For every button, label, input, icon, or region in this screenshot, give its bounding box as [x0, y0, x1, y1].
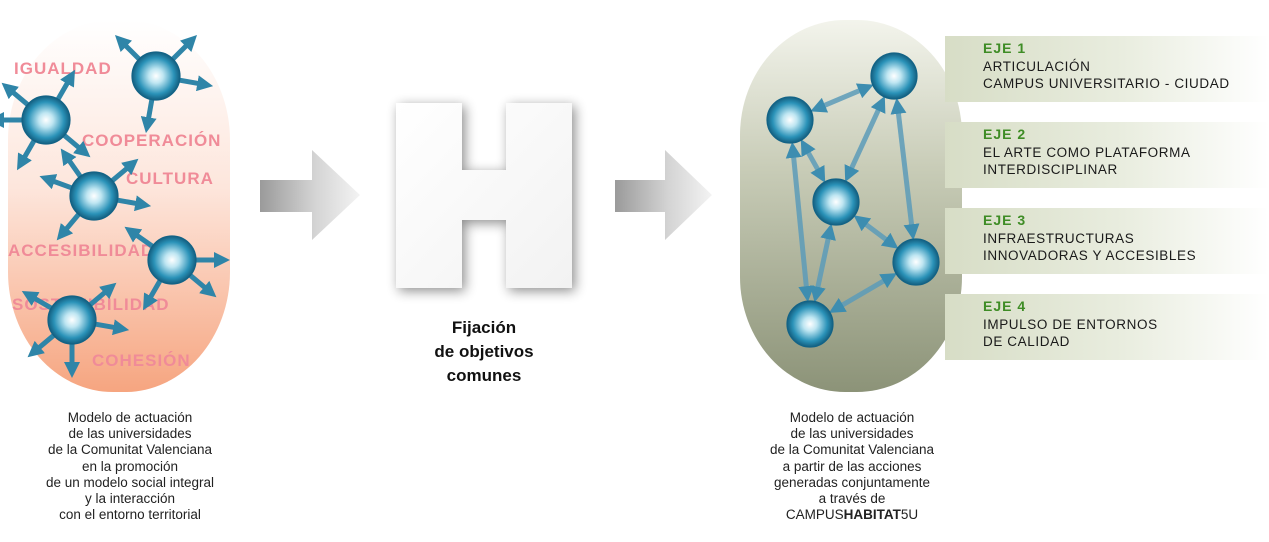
axis-label: EJE 2	[983, 126, 1027, 142]
network-link	[890, 97, 920, 241]
radiating-arrow	[179, 75, 214, 92]
axis-description-line: ARTICULACIÓN	[983, 59, 1091, 74]
h-symbol	[396, 103, 572, 288]
left-caption-line: Modelo de actuación	[67, 410, 193, 425]
left-node-1	[114, 34, 214, 134]
radiating-arrow	[117, 195, 152, 212]
network-link	[853, 215, 899, 249]
radiating-arrow	[39, 174, 73, 191]
radiating-arrow	[95, 319, 130, 336]
value-word-6: COHESIÓN	[92, 351, 191, 370]
network-link	[810, 223, 836, 303]
network-link	[828, 273, 898, 313]
axis-panel-2	[945, 122, 1269, 188]
network-node-2	[766, 96, 814, 144]
center-caption: Fijación de objetivos comunes	[384, 316, 584, 388]
network-link	[810, 83, 874, 113]
value-word-2: COOPERACIÓN	[82, 131, 221, 150]
radiating-arrow	[62, 133, 91, 158]
brand-suffix: 5U	[900, 507, 919, 523]
right-caption-line: a partir de las acciones	[782, 458, 922, 474]
axis-description-line: INTERDISCIPLINAR	[983, 162, 1118, 177]
axis-description-line: INNOVADORAS Y ACCESIBLES	[983, 248, 1197, 263]
radiating-arrow	[21, 290, 53, 311]
value-word-4: ACCESIBILIDAD	[8, 241, 154, 260]
radiating-arrow	[60, 148, 83, 178]
value-word-3: CULTURA	[126, 169, 214, 188]
brand-bold: HABITAT	[843, 507, 901, 523]
axis-panel-3	[945, 208, 1269, 274]
node-sphere	[47, 295, 97, 345]
axis-description-line: IMPULSO DE ENTORNOS	[983, 317, 1158, 332]
right-network-nodes	[766, 52, 940, 348]
network-node-1	[870, 52, 918, 100]
flow-arrow-left	[260, 150, 360, 240]
left-node-4	[124, 226, 231, 311]
left-node-2	[0, 69, 91, 171]
axis-label: EJE 3	[983, 212, 1027, 228]
value-word-1: IGUALDAD	[14, 59, 112, 78]
right-caption-line: de la Comunitat Valenciana	[769, 442, 935, 458]
left-model-panel: IGUALDADCOOPERACIÓNCULTURAACCESIBILIDADS…	[0, 20, 231, 392]
radiating-arrow	[1, 82, 30, 107]
right-caption: Modelo de actuación de las universidades…	[742, 410, 962, 523]
node-sphere	[69, 171, 119, 221]
left-caption-line: de las universidades	[68, 426, 192, 442]
axis-label: EJE 4	[983, 298, 1027, 314]
right-caption-line: a través de	[818, 491, 886, 507]
right-network-links	[785, 83, 920, 313]
left-caption-line: de un modelo social integral	[45, 474, 215, 490]
right-model-panel	[740, 20, 962, 392]
radiating-arrow	[114, 34, 141, 61]
axis-description-line: DE CALIDAD	[983, 334, 1071, 349]
center-caption-line-1: Fijación	[451, 318, 517, 337]
network-node-4	[892, 238, 940, 286]
radiating-arrow	[124, 226, 154, 249]
left-caption-line: de la Comunitat Valenciana	[47, 442, 213, 458]
left-node-3	[39, 148, 152, 241]
node-sphere	[21, 95, 71, 145]
left-caption-line: en la promoción	[81, 458, 179, 474]
axis-panel-1	[945, 36, 1269, 102]
radiating-arrow	[140, 99, 157, 134]
left-caption: Modelo de actuación de las universidades…	[20, 410, 240, 523]
network-link	[785, 141, 815, 303]
axis-description-line: INFRAESTRUCTURAS	[983, 231, 1135, 246]
network-link	[844, 95, 886, 183]
center-caption-line-2: de objetivos	[434, 342, 534, 361]
right-caption-line: generadas conjuntamente	[773, 474, 931, 490]
right-caption-line: de las universidades	[790, 426, 914, 442]
radiating-arrow	[171, 34, 198, 61]
right-caption-line: Modelo de actuación	[789, 410, 915, 425]
radiating-arrow	[143, 279, 163, 311]
network-node-3	[812, 178, 860, 226]
brand-name: CAMPUSHABITAT5U	[742, 507, 962, 523]
node-sphere	[147, 235, 197, 285]
brand-prefix: CAMPUS	[785, 507, 844, 523]
axis-description-line: EL ARTE COMO PLATAFORMA	[983, 145, 1191, 160]
axis-label: EJE 1	[983, 40, 1027, 56]
radiating-arrow	[188, 273, 217, 298]
radiating-arrow	[88, 282, 117, 307]
radiating-arrow	[27, 333, 56, 358]
axis-panel-4	[945, 294, 1269, 360]
center-caption-line-3: comunes	[446, 366, 522, 385]
node-sphere	[131, 51, 181, 101]
axis-description-line: CAMPUS UNIVERSITARIO - CIUDAD	[983, 76, 1230, 91]
left-network-nodes	[0, 34, 231, 379]
radiating-arrow	[110, 158, 139, 183]
left-caption-line: con el entorno territorial	[59, 507, 201, 523]
flow-arrow-right	[615, 150, 712, 240]
radiating-arrow	[55, 69, 75, 101]
left-node-5	[21, 282, 130, 379]
left-caption-line: y la interacción	[84, 491, 176, 507]
radiating-arrow	[17, 139, 37, 171]
network-node-5	[786, 300, 834, 348]
radiating-arrow	[56, 212, 81, 241]
